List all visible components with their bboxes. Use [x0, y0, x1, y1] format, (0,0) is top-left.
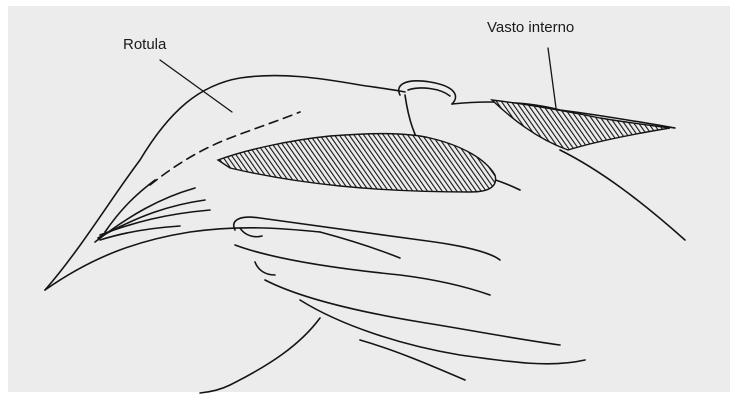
- wrist-contour: [360, 340, 465, 380]
- tendon-fibre: [100, 226, 180, 240]
- rotula-leader-line: [160, 60, 232, 112]
- finger-outline: [300, 300, 585, 364]
- vasto-interno-label: Vasto interno: [487, 20, 574, 35]
- thumb-outline: [399, 81, 456, 104]
- vasto-interno-hatched-area: [492, 100, 670, 150]
- finger-nail: [240, 228, 262, 237]
- wrist-contour: [200, 318, 320, 393]
- vasto-interno-leader-line: [548, 48, 556, 108]
- quadriceps-hatched-area: [218, 134, 496, 192]
- rotula-label: Rotula: [123, 37, 166, 52]
- thumb-nail: [408, 88, 450, 96]
- finger-outline: [234, 217, 500, 260]
- finger-outline: [255, 262, 275, 275]
- forearm-contour: [560, 150, 685, 240]
- finger-outline: [265, 280, 560, 345]
- finger-outline: [235, 245, 490, 295]
